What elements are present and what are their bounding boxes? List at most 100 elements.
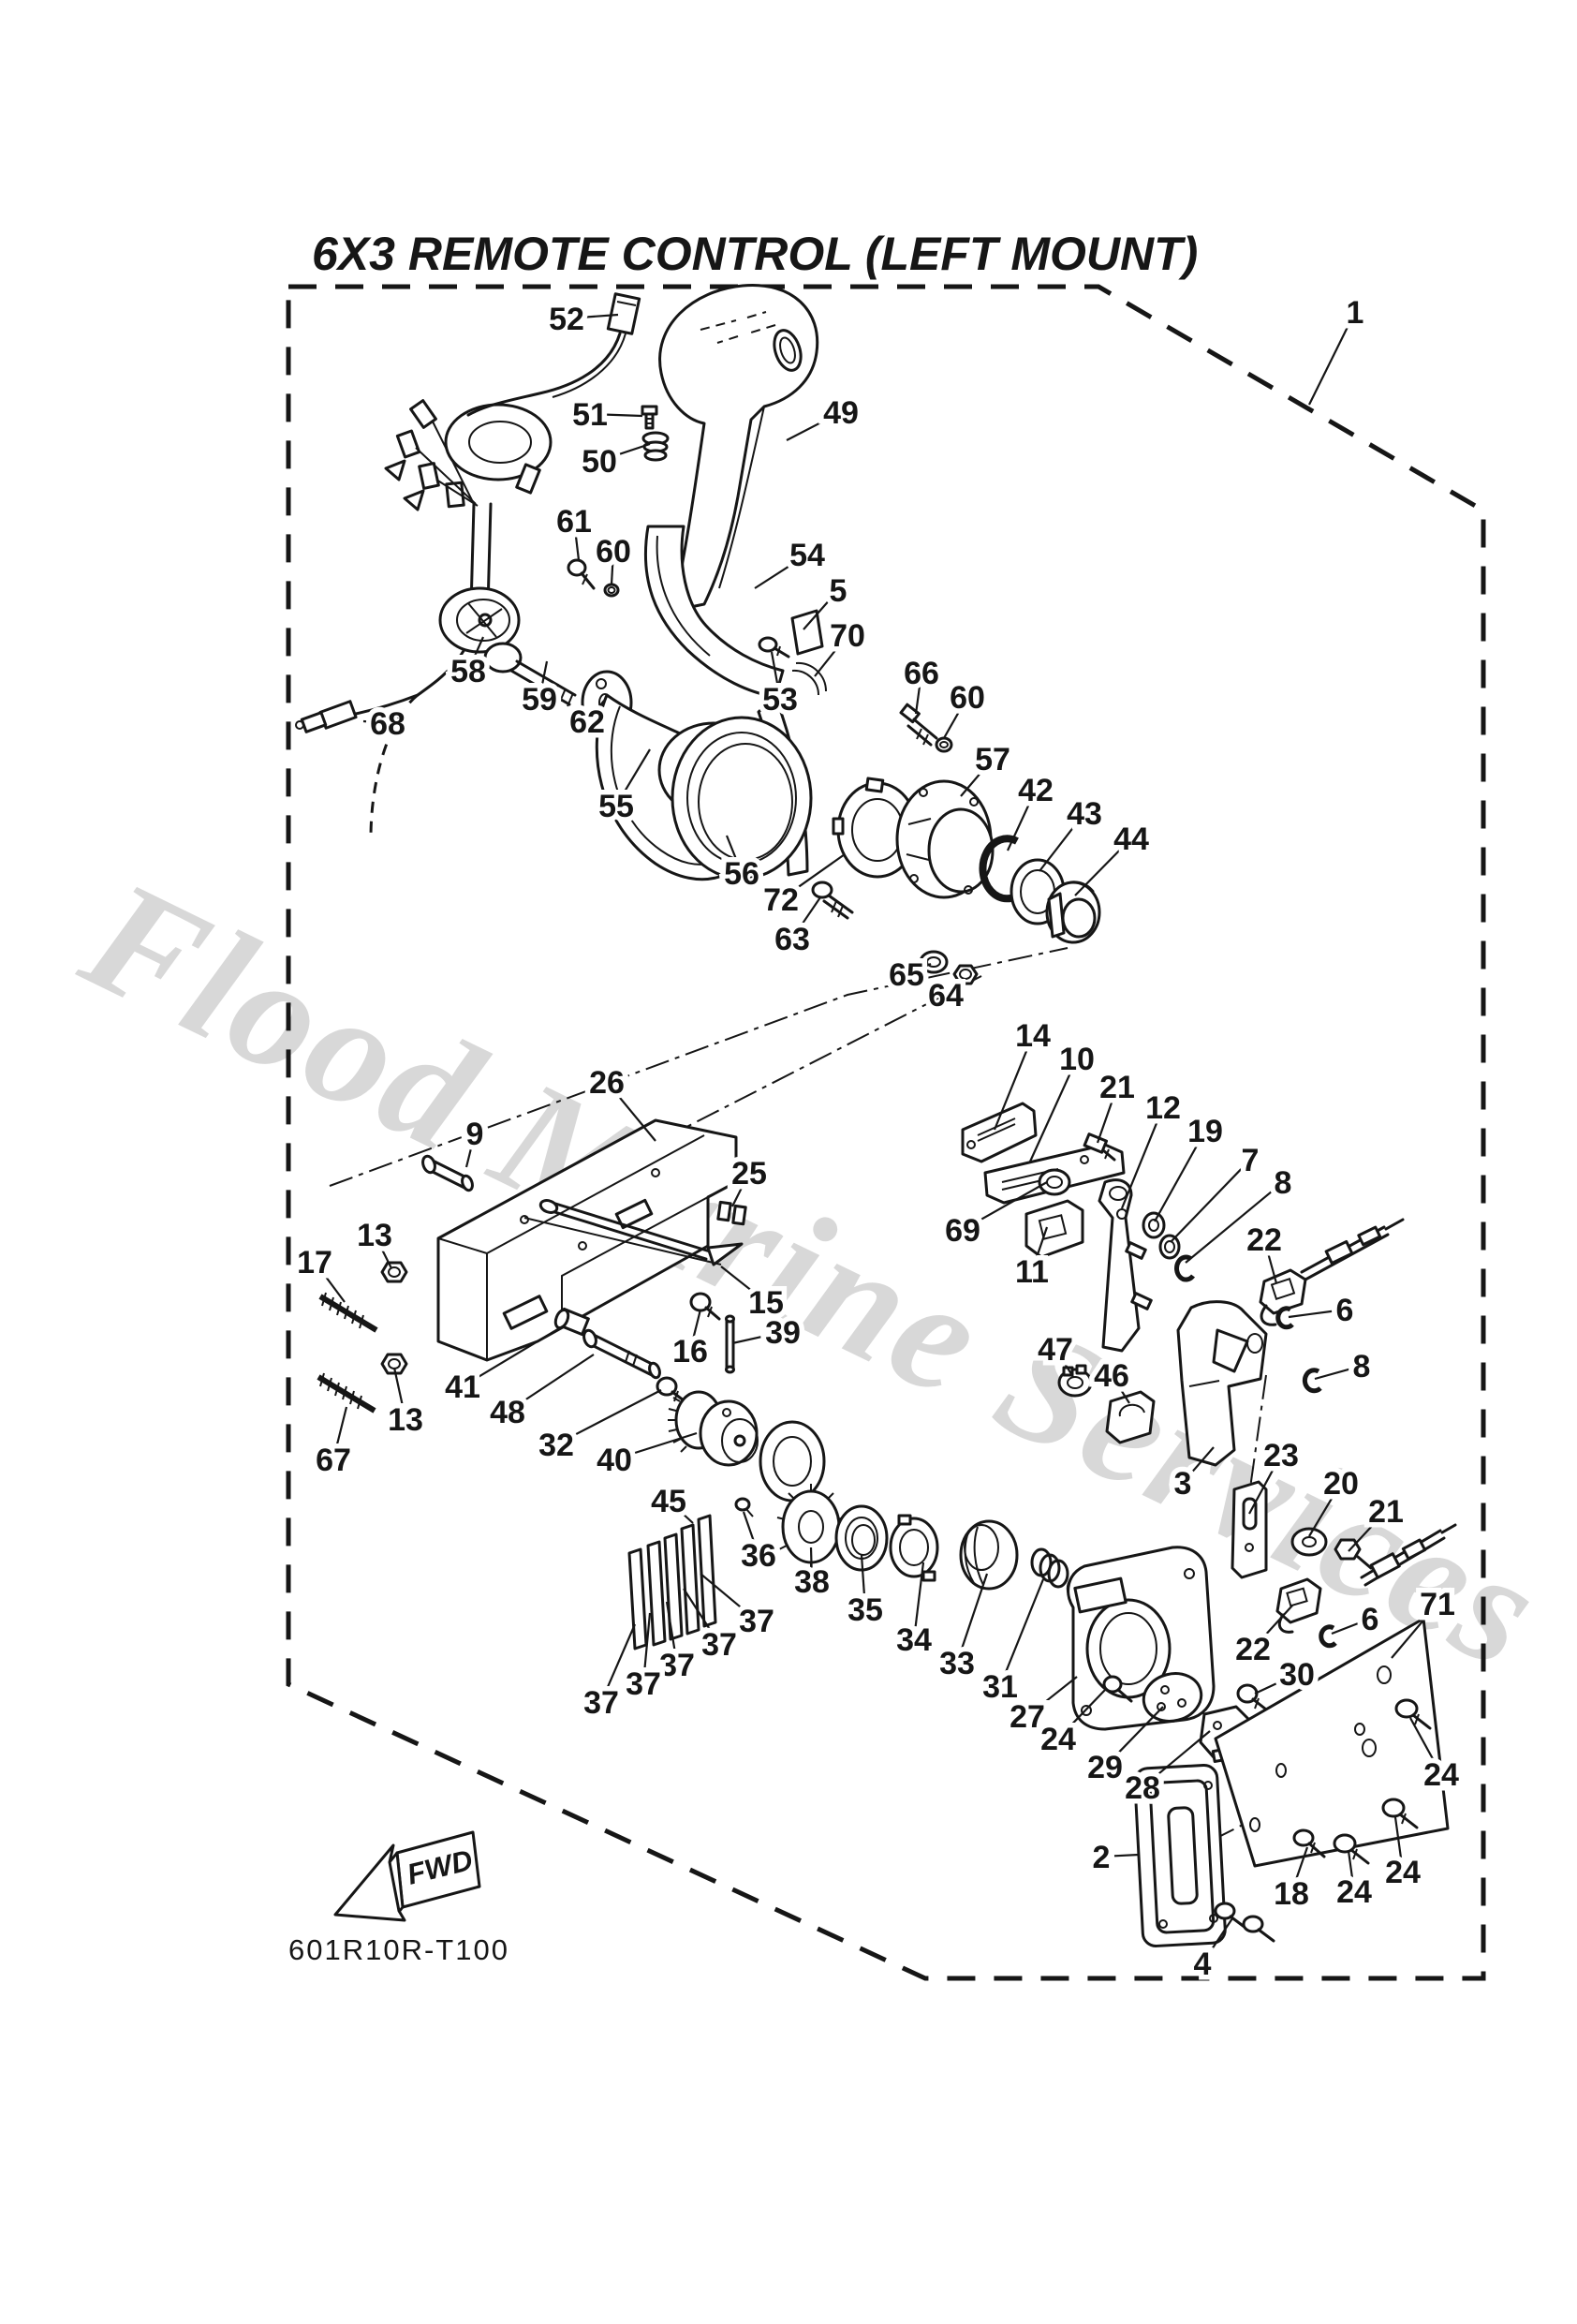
callout-21-29: 21 — [1099, 1070, 1135, 1105]
part-22-cable-end-b — [1275, 1577, 1322, 1634]
leader-line-62-12 — [595, 700, 605, 712]
part-23-bracket — [1231, 1480, 1268, 1579]
callout-1-0: 1 — [1347, 295, 1364, 331]
callout-18-80: 18 — [1274, 1876, 1309, 1912]
part-48-shaft — [582, 1328, 661, 1380]
callout-24-83: 24 — [1385, 1855, 1421, 1890]
callout-2-79: 2 — [1093, 1840, 1111, 1875]
leader-line-43-20 — [1039, 822, 1078, 872]
part-60-washer-a — [603, 583, 620, 598]
assembly-boundary — [286, 284, 1486, 1981]
leader-line-69-34 — [973, 1181, 1048, 1225]
callout-5-6: 5 — [830, 573, 847, 609]
callout-21-70: 21 — [1368, 1494, 1404, 1530]
part-20-washer — [1290, 1527, 1328, 1557]
part-24-screw-a — [1102, 1675, 1133, 1703]
leader-line-26-41 — [614, 1091, 656, 1142]
part-13-nut-a — [380, 1261, 408, 1283]
part-15-rod — [538, 1199, 744, 1266]
part-12-link-arm — [1098, 1178, 1153, 1353]
callout-65-25: 65 — [889, 957, 924, 993]
callout-33-60: 33 — [939, 1646, 975, 1681]
callout-41-49: 41 — [445, 1369, 480, 1405]
leader-line-37-62 — [700, 1573, 747, 1613]
leader-line-21-29 — [1096, 1098, 1114, 1144]
leader-line-41-49 — [473, 1324, 567, 1381]
callout-27-75: 27 — [1010, 1699, 1045, 1735]
leader-line-38-57 — [809, 1547, 813, 1569]
leader-line-49-4 — [786, 417, 831, 441]
part-41-bushing — [553, 1307, 590, 1337]
callout-25-43: 25 — [731, 1156, 767, 1192]
part-25-clips — [716, 1200, 747, 1226]
callout-22-36: 22 — [1246, 1222, 1282, 1258]
leader-line-22-36 — [1266, 1251, 1278, 1284]
callout-48-50: 48 — [490, 1395, 525, 1430]
leader-line-23-68 — [1248, 1465, 1276, 1515]
leader-line-25-43 — [731, 1184, 744, 1207]
callout-layer: 1525150495457061605859626855536660574243… — [292, 290, 1465, 1988]
part-60-washer-b — [935, 736, 953, 753]
part-49-handle-grip — [658, 284, 819, 613]
callout-56-22: 56 — [724, 856, 759, 892]
part-44-cap — [1045, 881, 1101, 944]
leader-line-19-31 — [1154, 1141, 1201, 1222]
part-56-ring — [671, 716, 813, 881]
callout-24-76: 24 — [1040, 1722, 1076, 1757]
callout-22-71: 22 — [1235, 1632, 1271, 1667]
part-7-washer — [1158, 1234, 1181, 1260]
callout-6-37: 6 — [1336, 1293, 1354, 1328]
leader-line-37-65 — [643, 1612, 652, 1671]
part-63-screw — [811, 881, 854, 920]
leader-line-47-38 — [1061, 1359, 1074, 1378]
callout-26-41: 26 — [589, 1065, 625, 1101]
leader-line-13-51 — [392, 1367, 405, 1407]
leader-line-12-30 — [1120, 1118, 1159, 1209]
callout-40-54: 40 — [597, 1443, 632, 1478]
part-53-screw — [758, 636, 790, 659]
callout-15-46: 15 — [748, 1285, 784, 1321]
part-14-bracket — [961, 1102, 1038, 1163]
callout-31-61: 31 — [982, 1669, 1018, 1705]
leader-line-46-39 — [1117, 1385, 1130, 1404]
callout-28-78: 28 — [1125, 1770, 1160, 1806]
callout-12-30: 12 — [1145, 1090, 1181, 1126]
leader-line-37-63 — [683, 1588, 714, 1634]
leader-line-52-1 — [579, 313, 619, 319]
leader-line-34-59 — [914, 1562, 925, 1627]
part-9-pin — [421, 1154, 474, 1192]
callout-37-62: 37 — [739, 1604, 774, 1639]
callout-13-51: 13 — [388, 1402, 423, 1438]
callout-46-39: 46 — [1094, 1358, 1129, 1394]
callout-14-27: 14 — [1015, 1018, 1051, 1054]
leader-line-63-24 — [798, 896, 821, 929]
part-17-stud — [318, 1292, 378, 1333]
callout-8-40: 8 — [1353, 1349, 1371, 1384]
callout-19-31: 19 — [1187, 1114, 1223, 1149]
part-42-snap-ring — [979, 835, 1025, 903]
leader-line-50-3 — [611, 442, 651, 458]
part-66-screw — [899, 703, 938, 747]
callout-36-56: 36 — [741, 1538, 776, 1574]
leader-line-29-77 — [1113, 1706, 1164, 1758]
part-19-washer — [1142, 1211, 1166, 1239]
callout-34-59: 34 — [896, 1622, 932, 1658]
fwd-arrow: FWD — [333, 1830, 481, 1922]
callout-69-34: 69 — [945, 1213, 980, 1249]
callout-72-23: 72 — [763, 882, 799, 918]
callout-62-12: 62 — [569, 704, 605, 740]
callout-23-68: 23 — [1263, 1438, 1299, 1473]
leader-line-24-84 — [1409, 1717, 1437, 1764]
callout-29-77: 29 — [1087, 1750, 1123, 1785]
leader-line-1-0 — [1308, 323, 1350, 406]
callout-44-21: 44 — [1113, 822, 1149, 857]
part-50-grommet-stack — [641, 431, 670, 462]
callout-51-2: 51 — [572, 397, 608, 433]
part-8-eclip-a — [1174, 1254, 1196, 1282]
callout-42-19: 42 — [1018, 773, 1054, 808]
leader-line-70-7 — [814, 644, 841, 677]
leader-line-24-82 — [1347, 1850, 1354, 1879]
callout-53-15: 53 — [762, 682, 798, 718]
callout-60-17: 60 — [950, 680, 985, 716]
part-13-nut-b — [380, 1353, 408, 1375]
